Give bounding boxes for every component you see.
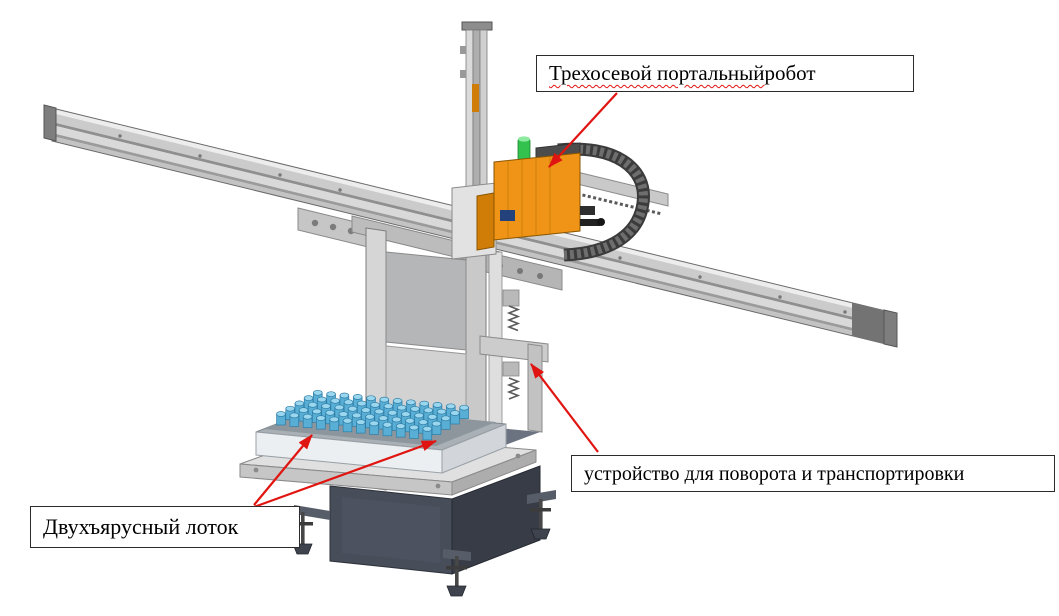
z-axis-carriage [451, 136, 605, 260]
status-lamp-top [518, 136, 530, 142]
spring-upper [506, 305, 521, 332]
z-axis-mast [460, 21, 493, 243]
base-side [451, 465, 541, 575]
brand-sticker [500, 210, 515, 221]
arrow-to-tray-lower [253, 439, 438, 509]
beam-end-block [852, 303, 884, 344]
vial-grid [276, 389, 469, 441]
spring-lower [506, 377, 521, 400]
label-two-tier-tray: Двухъярусный лоток [30, 506, 300, 548]
beam-right-cap [883, 309, 898, 348]
label-two-tier-tray-text: Двухъярусный лоток [43, 513, 239, 539]
leveling-feet [292, 490, 556, 597]
arrow-to-robot [548, 92, 618, 168]
beam-left-cap [43, 104, 57, 142]
ballscrew-nut [472, 84, 479, 112]
label-rotation-transport-text: устройство для поворота и транспортировк… [584, 462, 965, 485]
callout-arrows [253, 92, 618, 509]
column-panel-upper [385, 251, 467, 351]
label-portal-robot: Трехосевой портальный робот [536, 55, 914, 92]
beam-screws [118, 134, 847, 314]
arrow-to-tray-upper [253, 434, 313, 506]
leveling-foot-right [527, 490, 556, 540]
label-portal-robot-flagged-text: Трехосевой портальный [549, 60, 765, 85]
cable-connectors [580, 206, 605, 226]
cable-drag-chain [557, 142, 650, 262]
arrow-to-rotation-device [530, 363, 599, 453]
leveling-foot-front [443, 549, 471, 597]
carriage-slide [476, 192, 495, 251]
label-portal-robot-rest-text: робот [764, 60, 816, 85]
status-lamp [517, 138, 531, 161]
base-door-panel [342, 497, 440, 563]
label-rotation-transport-device: устройство для поворота и транспортировк… [571, 455, 1055, 492]
tray-side-wall [441, 423, 507, 474]
carriage-body [493, 152, 581, 241]
